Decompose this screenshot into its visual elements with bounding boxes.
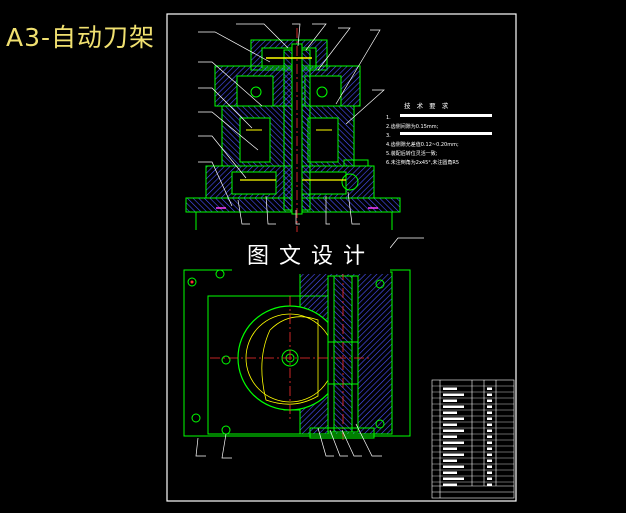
title-block-cell-mark <box>487 429 492 432</box>
title-block-cell-mark <box>443 399 457 402</box>
plan-view <box>183 269 411 440</box>
title-block-cell-mark <box>487 459 492 462</box>
title-block-cell-mark <box>443 429 464 432</box>
tech-line: 6.未注倒角为2x45°,未注圆角R5 <box>386 160 460 166</box>
title-block-cell-mark <box>487 471 492 474</box>
title-block-cell-mark <box>487 411 492 414</box>
watermark-text: 图文设计 <box>232 240 390 274</box>
tech-line: 3. <box>386 133 391 139</box>
title-block-cell-mark <box>487 447 492 450</box>
title-block-cell-mark <box>487 399 492 402</box>
title-block-cell-mark <box>443 417 464 420</box>
title-block-cell-mark <box>487 441 492 444</box>
title-block-cell-mark <box>487 387 492 390</box>
title-block-cell-mark <box>443 435 457 438</box>
title-block-cell-mark <box>487 417 492 420</box>
section-view <box>185 28 401 232</box>
title-block-cell-mark <box>443 387 457 390</box>
title-block-cell-mark <box>487 465 492 468</box>
drawing-title: A3-自动刀架 <box>6 23 156 52</box>
drawing-frame <box>166 13 517 502</box>
title-block-cell-mark <box>443 405 464 408</box>
title-block-cell-mark <box>487 423 492 426</box>
title-block-cell-mark <box>487 393 492 396</box>
tech-line: 2.齿侧间隙为0.15mm; <box>386 124 439 130</box>
tech-line: 1. <box>386 115 391 121</box>
title-block-cell-mark <box>487 453 492 456</box>
title-block-cell-mark <box>443 471 457 474</box>
technical-requirements: 技 术 要 求 1. 2.齿侧间隙为0.15mm; 3. 4.齿侧隙允差值0.1… <box>386 100 502 170</box>
title-block-rows <box>432 385 514 486</box>
title-block-cell-mark <box>443 459 457 462</box>
title-block-cell-mark <box>443 453 464 456</box>
title-block-cell-mark <box>487 435 492 438</box>
title-block-cell-mark <box>443 423 457 426</box>
title-block-cell-mark <box>443 465 464 468</box>
title-block-cell-mark <box>487 405 492 408</box>
title-block-cell-mark <box>487 477 492 480</box>
title-block-cell-mark <box>443 483 457 486</box>
leader-lines-bottom <box>195 423 382 459</box>
title-block-cell-mark <box>443 411 457 414</box>
tech-line: 4.齿侧隙允差值0.12~0.20mm; <box>386 142 459 148</box>
leader-lines-top <box>198 23 424 249</box>
title-block-cell-mark <box>443 447 457 450</box>
title-block-cell-mark <box>443 441 464 444</box>
title-block-cell-mark <box>487 483 492 486</box>
title-block-cell-mark <box>443 477 464 480</box>
title-block-cell-mark <box>443 393 464 396</box>
tech-line: 5.装配后转位灵活一致; <box>386 151 438 157</box>
tech-heading: 技 术 要 求 <box>404 102 451 110</box>
